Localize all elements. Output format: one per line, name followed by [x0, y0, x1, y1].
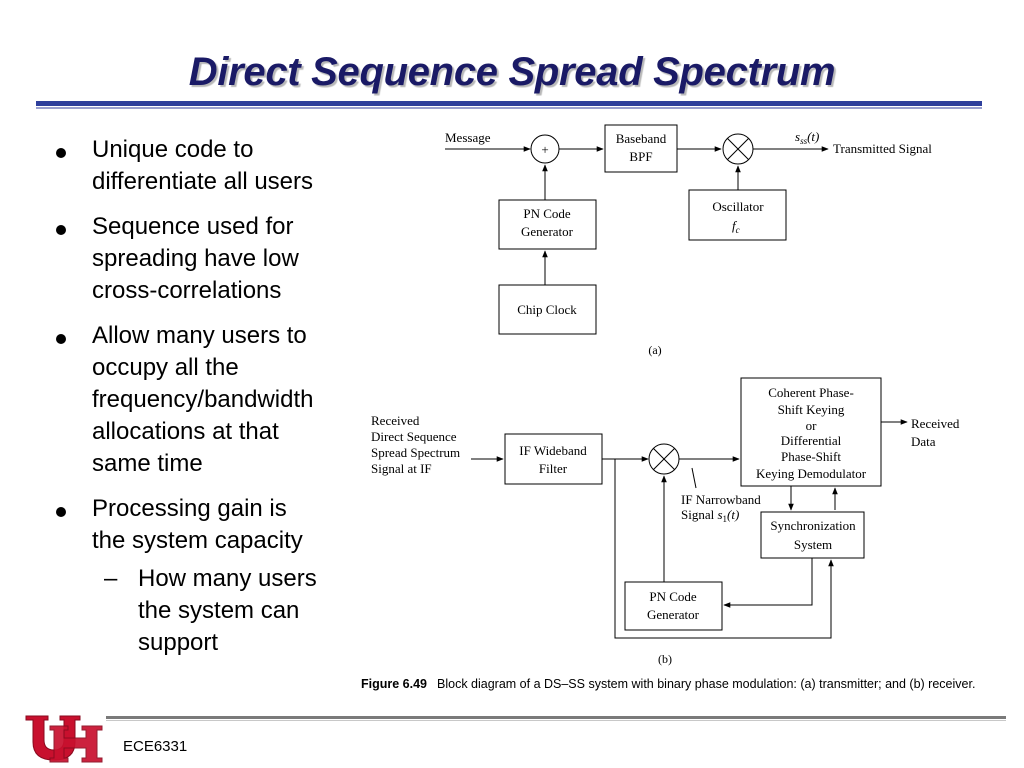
footer-rule-thin — [106, 720, 1006, 721]
rx-pn-code-generator-block — [624, 581, 723, 631]
tx-mixer-cross — [727, 138, 749, 160]
title-rule — [36, 101, 982, 106]
bullet-text: frequency/bandwidth — [92, 386, 314, 413]
received-data-label: Data — [911, 434, 936, 449]
bullet-text: Unique code to — [92, 136, 254, 163]
oscillator-f: f — [732, 218, 738, 233]
bullet-item: Allow many users to occupy all the frequ… — [52, 320, 352, 480]
demod-label: Coherent Phase- — [768, 385, 854, 400]
psk-demodulator-block — [740, 377, 882, 487]
bullet-dot-icon — [56, 334, 66, 344]
rx-input-label: Received — [371, 413, 420, 428]
rx-mixer-cross — [653, 448, 675, 470]
signal-subscript: ss — [800, 136, 808, 146]
message-label: Message — [445, 130, 491, 145]
sub-bullet-text: the system can — [138, 597, 300, 624]
demod-label: Keying Demodulator — [756, 466, 867, 481]
demod-label: Shift Keying — [778, 402, 845, 417]
bullet-list: Unique code to differentiate all users S… — [52, 134, 352, 659]
bullet-text: same time — [92, 450, 203, 477]
sub-bullet-marker: – — [104, 565, 118, 592]
tx-pn-label: PN Code — [523, 206, 571, 221]
bullet-item: Processing gain is the system capacity — [52, 493, 352, 557]
bullet-text: the system capacity — [92, 527, 303, 554]
figure-number: Figure 6.49 — [361, 677, 427, 691]
sync-label: System — [794, 537, 832, 552]
bullet-text: Allow many users to — [92, 322, 307, 349]
ds-ss-block-diagram: Message + Baseband BPF sss(t) Transmitte… — [371, 124, 960, 666]
footer-rule — [106, 716, 1006, 719]
oscillator-frequency: fc — [732, 218, 740, 235]
tx-pn-label: Generator — [521, 224, 574, 239]
footer-course-code: ECE6331 — [123, 738, 188, 755]
rx-input-label: Signal at IF — [371, 461, 432, 476]
rx-pn-label: PN Code — [649, 589, 697, 604]
narrowband-signal-word: Signal — [681, 507, 717, 522]
chip-clock-label: Chip Clock — [517, 302, 577, 317]
received-data-label: Received — [911, 416, 960, 431]
oscillator-f-subscript: c — [736, 225, 740, 235]
narrowband-signal-label: Signal s1(t) — [681, 507, 739, 524]
signal-argument: (t) — [807, 129, 819, 144]
oscillator-label: Oscillator — [712, 199, 764, 214]
receiver-caption-label: (b) — [658, 652, 672, 666]
figure-caption: Figure 6.49 Block diagram of a DS–SS syst… — [361, 677, 991, 692]
sub-bullet-item: – How many users the system can support — [52, 563, 352, 659]
bullet-dot-icon — [56, 225, 66, 235]
if-filter-label: IF Wideband — [519, 443, 587, 458]
signal-label: sss(t) — [795, 129, 819, 146]
receiver-labels: Received Direct Sequence Spread Spectrum… — [371, 385, 960, 666]
adder-symbol: + — [541, 142, 548, 157]
bullet-text: differentiate all users — [92, 168, 314, 195]
narrowband-label: IF Narrowband — [681, 492, 761, 507]
signal-symbol: s — [795, 129, 800, 144]
chip-clock-block — [498, 284, 597, 335]
transmitted-signal-label: Transmitted Signal — [833, 141, 932, 156]
title-rule-thin — [36, 107, 982, 109]
narrowband-pointer — [691, 467, 697, 489]
bullet-dot-icon — [56, 507, 66, 517]
if-filter-label: Filter — [539, 461, 568, 476]
bullet-item: Sequence used for spreading have low cro… — [52, 211, 352, 307]
demod-label: Phase-Shift — [781, 449, 841, 464]
sync-to-pn-arrow — [723, 558, 813, 608]
bullet-text: Sequence used for — [92, 213, 294, 240]
narrowband-subscript: 1 — [723, 514, 728, 524]
transmitter-labels: Message + Baseband BPF sss(t) Transmitte… — [445, 129, 932, 357]
rx-input-label: Spread Spectrum — [371, 445, 460, 460]
bullet-item: Unique code to differentiate all users — [52, 134, 352, 198]
demod-label: or — [806, 418, 818, 433]
transmitter-caption-label: (a) — [648, 343, 661, 357]
figure-caption-text: Block diagram of a DS–SS system with bin… — [437, 677, 976, 691]
sub-bullet-text: How many users — [138, 565, 317, 592]
rx-input-label: Direct Sequence — [371, 429, 457, 444]
rx-pn-label: Generator — [647, 607, 700, 622]
bpf-label: BPF — [629, 149, 652, 164]
if-wideband-filter-block — [504, 433, 603, 485]
university-logo-icon — [25, 715, 103, 763]
narrowband-symbol: s — [717, 507, 722, 522]
bpf-label: Baseband — [616, 131, 667, 146]
sync-label: Synchronization — [770, 518, 856, 533]
bullet-text: occupy all the — [92, 354, 239, 381]
narrowband-argument: (t) — [727, 507, 739, 522]
slide-title: Direct Sequence Spread Spectrum — [188, 50, 836, 94]
bullet-text: spreading have low — [92, 245, 299, 272]
sub-bullet-text: support — [138, 629, 219, 656]
bullet-dot-icon — [56, 148, 66, 158]
bullet-text: cross-correlations — [92, 277, 282, 304]
receiver-diagram — [471, 377, 908, 639]
feedback-to-sync-arrow — [614, 459, 834, 639]
demod-label: Differential — [781, 433, 842, 448]
transmitter-diagram — [445, 124, 829, 335]
bullet-text: allocations at that — [92, 418, 279, 445]
tx-pn-code-generator-block — [498, 199, 597, 250]
bullet-text: Processing gain is — [92, 495, 287, 522]
